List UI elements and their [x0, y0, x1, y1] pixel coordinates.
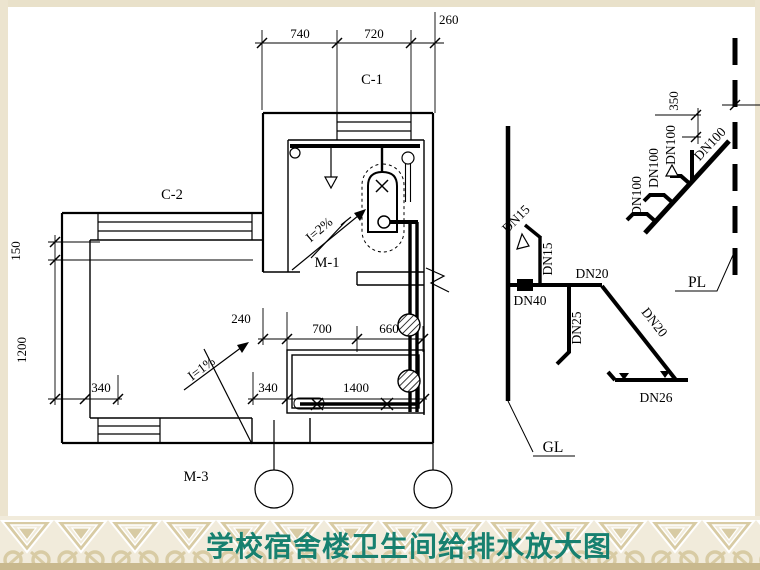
- slope-arrow-bathroom: [291, 209, 366, 271]
- dim-ticks: [257, 333, 429, 345]
- dim-240: 240: [231, 311, 251, 326]
- label-c1: C-1: [361, 72, 383, 88]
- dim-ticks: [256, 37, 441, 49]
- label-slope-2pct: I=2%: [303, 214, 336, 245]
- floor-plan: [60, 111, 453, 509]
- dim-ticks: [49, 236, 124, 405]
- dim-150: 150: [8, 241, 23, 261]
- drain-main-diagonal: [643, 139, 731, 235]
- dim-260: 260: [439, 12, 459, 27]
- label-c2: C-2: [161, 187, 183, 203]
- drawing-title: 学校宿舍楼卫生间给排水放大图: [205, 532, 612, 563]
- label-m1: M-1: [315, 255, 340, 271]
- tap-icon: [323, 146, 339, 190]
- valve-dn40-icon: [517, 279, 533, 291]
- border-pattern: [0, 516, 760, 570]
- valve-icon: [310, 397, 324, 411]
- cross-mark-icon: [375, 179, 389, 193]
- label-m3: M-3: [184, 469, 209, 485]
- label-dn25: DN25: [569, 311, 584, 344]
- supply-diagram: [505, 126, 688, 457]
- label-dn100-b1: DN100: [629, 176, 644, 216]
- label-dn20-diag: DN20: [638, 305, 670, 340]
- label-gl: GL: [543, 439, 564, 456]
- drain-branch1: [625, 212, 657, 223]
- pipe-dn26: [606, 370, 688, 382]
- dim-340-mid: 340: [258, 380, 278, 395]
- bathroom-pipes: [290, 144, 420, 412]
- drain-branch2: [642, 193, 674, 204]
- faucet-icon: [516, 232, 530, 250]
- label-dn26: DN26: [640, 390, 673, 405]
- label-dn40: DN40: [514, 293, 547, 308]
- frame-top: [0, 0, 760, 7]
- window-bottom: [97, 418, 161, 443]
- dim-720: 720: [364, 26, 384, 41]
- label-dn20-run: DN20: [576, 266, 609, 281]
- dim-660: 660: [379, 321, 399, 336]
- frame-right: [755, 0, 760, 516]
- dim-350-ticks: [690, 109, 702, 143]
- drain-branch3: [670, 174, 691, 185]
- plan-labels: C-1 C-2 M-1 M-3 I=2% I=1%: [161, 72, 383, 485]
- tap-mark-icon: [619, 373, 629, 380]
- squat-fixture: [361, 163, 405, 253]
- title-band: 学校宿舍楼卫生间给排水放大图: [0, 516, 760, 570]
- walls-outer: [60, 111, 435, 445]
- callout-left: [254, 420, 294, 509]
- dimension-labels: 740 720 260 150 1200 340 240 700 660 340…: [8, 12, 459, 395]
- pipe-dn20-diagonal: [600, 284, 678, 382]
- break-line-icon: [425, 267, 450, 293]
- riser-shaft-icon: [397, 369, 421, 393]
- walls-inner: [89, 139, 425, 443]
- pipe-dn25-drop: [555, 284, 571, 366]
- window-c1: [336, 113, 412, 140]
- riser-shaft-icon: [397, 313, 421, 337]
- frame-left: [0, 0, 8, 516]
- pl-leader: [675, 254, 734, 292]
- dim-700: 700: [312, 321, 332, 336]
- vent-icon: [664, 163, 680, 177]
- dim-ticks: [247, 393, 430, 405]
- dim-350-lines: [655, 108, 701, 144]
- label-350: 350: [666, 91, 681, 111]
- drain-outlet-icon: [377, 215, 391, 229]
- label-pl: PL: [688, 274, 706, 291]
- drain-labels: DN100 DN100 DN100 DN100 350 PL: [629, 91, 729, 291]
- label-dn100-b3: DN100: [663, 125, 678, 165]
- slope-arrow-washroom: [183, 342, 253, 445]
- dim-340-left: 340: [91, 380, 111, 395]
- ground-tick: [729, 99, 741, 111]
- dim-740: 740: [290, 26, 310, 41]
- label-slope-1pct: I=1%: [185, 353, 218, 383]
- window-c2: [97, 213, 253, 240]
- dim-1200: 1200: [14, 337, 29, 363]
- valve-icon: [380, 397, 394, 411]
- tap-mark-icon: [660, 371, 670, 378]
- label-dn15-branch: DN15: [499, 202, 533, 236]
- floor-drain-icon: [401, 151, 415, 165]
- dim-1400: 1400: [343, 380, 369, 395]
- tap-branch-dn15: [523, 223, 543, 240]
- dimensions: [48, 12, 444, 405]
- drain-diagram: [625, 38, 760, 292]
- trough-pipe: [300, 397, 417, 411]
- gl-leader: [507, 400, 575, 457]
- callout-right: [413, 443, 453, 509]
- label-dn15-riser: DN15: [540, 242, 555, 275]
- floor-drain-icon: [289, 147, 301, 159]
- technical-drawing: 740 720 260 150 1200 340 240 700 660 340…: [8, 12, 760, 509]
- label-dn100-b2: DN100: [646, 148, 661, 188]
